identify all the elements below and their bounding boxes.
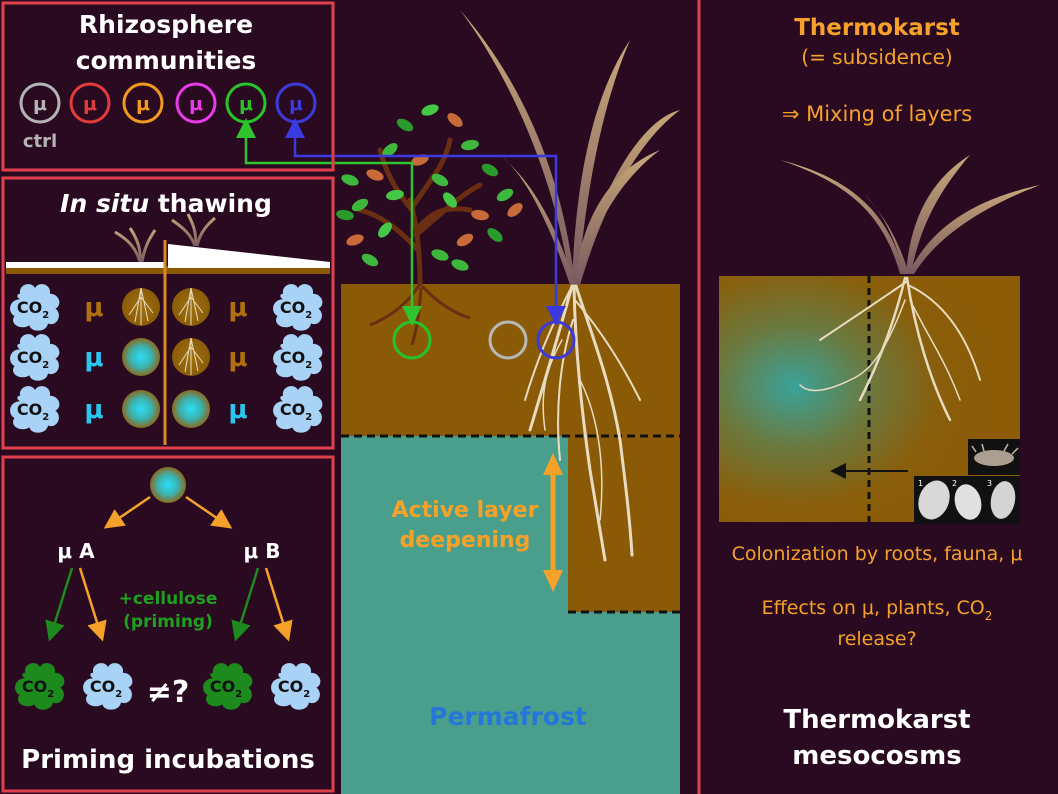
mu-symbol: μ: [84, 343, 103, 373]
community-circle: [19, 82, 61, 124]
mu-a-label: μ A: [57, 539, 95, 563]
mu-symbol: μ: [84, 293, 103, 323]
community-circle: [175, 82, 217, 124]
ctrl-sample-circle: [488, 320, 528, 360]
mesocosm: 1 2 3: [719, 155, 1040, 524]
co2-cloud-icon: CO2: [273, 386, 323, 433]
thermokarst-title: Thermokarst: [794, 15, 960, 41]
priming-title: Priming incubations: [21, 745, 315, 775]
soil-core-ball: [122, 390, 160, 428]
tree-leaves: [336, 104, 523, 271]
effects-label-2: release?: [837, 628, 916, 650]
co2-cloud-icon: CO2: [10, 334, 60, 381]
svg-text:CO2: CO2: [17, 348, 49, 371]
community-mu: μ: [189, 93, 203, 115]
svg-text:CO2: CO2: [22, 677, 54, 700]
svg-text:CO2: CO2: [90, 677, 122, 700]
rhizosphere-title-2: communities: [76, 46, 257, 75]
co2-cloud-icon: CO2: [15, 663, 65, 710]
mixing-label: ⇒ Mixing of layers: [782, 102, 972, 126]
cellulose-label-1: +cellulose: [119, 589, 218, 609]
colonization-label: Colonization by roots, fauna, μ: [732, 543, 1023, 565]
ctrl-label: ctrl: [23, 131, 57, 152]
soil-sample-ball: [150, 467, 186, 503]
co2-cloud-icon: CO2: [10, 284, 60, 331]
thermokarst-subtitle: (= subsidence): [801, 45, 952, 69]
cellulose-label-2: (priming): [123, 612, 213, 632]
community-circle: [122, 82, 164, 124]
active-layer-soil: [341, 284, 680, 436]
rhizosphere-title-1: Rhizosphere: [79, 10, 253, 39]
co2-cloud-icon: CO2: [83, 663, 133, 710]
svg-text:CO2: CO2: [280, 400, 312, 423]
community-mu: μ: [33, 93, 47, 115]
svg-text:CO2: CO2: [280, 348, 312, 371]
svg-text:CO2: CO2: [278, 677, 310, 700]
community-mu: μ: [83, 93, 97, 115]
mesocosms-title-2: mesocosms: [792, 741, 961, 771]
grass-icon: [460, 10, 680, 285]
community-circle: [275, 82, 317, 124]
fauna-photo: [968, 439, 1020, 475]
priming-co2-clouds: CO2 CO2 CO2 CO2: [15, 663, 321, 710]
svg-text:CO2: CO2: [280, 298, 312, 321]
microbe-photo: 1 2 3: [914, 476, 1020, 524]
community-circle: [69, 82, 111, 124]
grass-roots: [524, 284, 641, 562]
community-mu: μ: [289, 93, 303, 115]
community-circle: [225, 82, 267, 124]
co2-cloud-icon: CO2: [10, 386, 60, 433]
effects-label-1: Effects on μ, plants, CO2: [762, 597, 993, 623]
mu-symbol: μ: [84, 395, 103, 425]
community-mu: μ: [136, 93, 150, 115]
co2-cloud-icon: CO2: [273, 284, 323, 331]
active-layer-label-2: deepening: [400, 528, 531, 553]
insitu-title: In situ thawing: [60, 189, 272, 218]
co2-cloud-icon: CO2: [203, 663, 253, 710]
active-layer-arrow: [543, 453, 563, 592]
blue-link-arrow: [293, 128, 566, 326]
insitu-surface: [6, 213, 330, 445]
green-link-arrow: [244, 128, 422, 326]
mesocosms-title-1: Thermokarst: [783, 705, 970, 735]
neq-symbol: ≠?: [147, 675, 190, 710]
soil-core-ball: [122, 338, 160, 376]
svg-text:2: 2: [952, 479, 957, 488]
mu-symbol: μ: [228, 293, 247, 323]
mu-symbol: μ: [228, 343, 247, 373]
svg-text:CO2: CO2: [210, 677, 242, 700]
co2-cloud-icon: CO2: [271, 663, 321, 710]
svg-text:CO2: CO2: [17, 400, 49, 423]
mu-symbol: μ: [228, 395, 247, 425]
svg-text:3: 3: [987, 479, 992, 488]
permafrost-label: Permafrost: [429, 702, 587, 731]
active-layer-label-1: Active layer: [392, 498, 539, 523]
soil-core-ball: [172, 390, 210, 428]
mesocosm-roots: [799, 276, 981, 422]
tree-icon: [336, 104, 523, 346]
rhizosphere-panel: [1, 1, 335, 172]
center-soil-column: [341, 284, 680, 794]
insitu-panel: [1, 176, 335, 450]
priming-panel: [1, 455, 335, 793]
svg-text:CO2: CO2: [17, 298, 49, 321]
svg-text:1: 1: [918, 479, 923, 488]
community-mu: μ: [239, 93, 253, 115]
mu-b-label: μ B: [244, 539, 281, 563]
co2-cloud-icon: CO2: [273, 334, 323, 381]
